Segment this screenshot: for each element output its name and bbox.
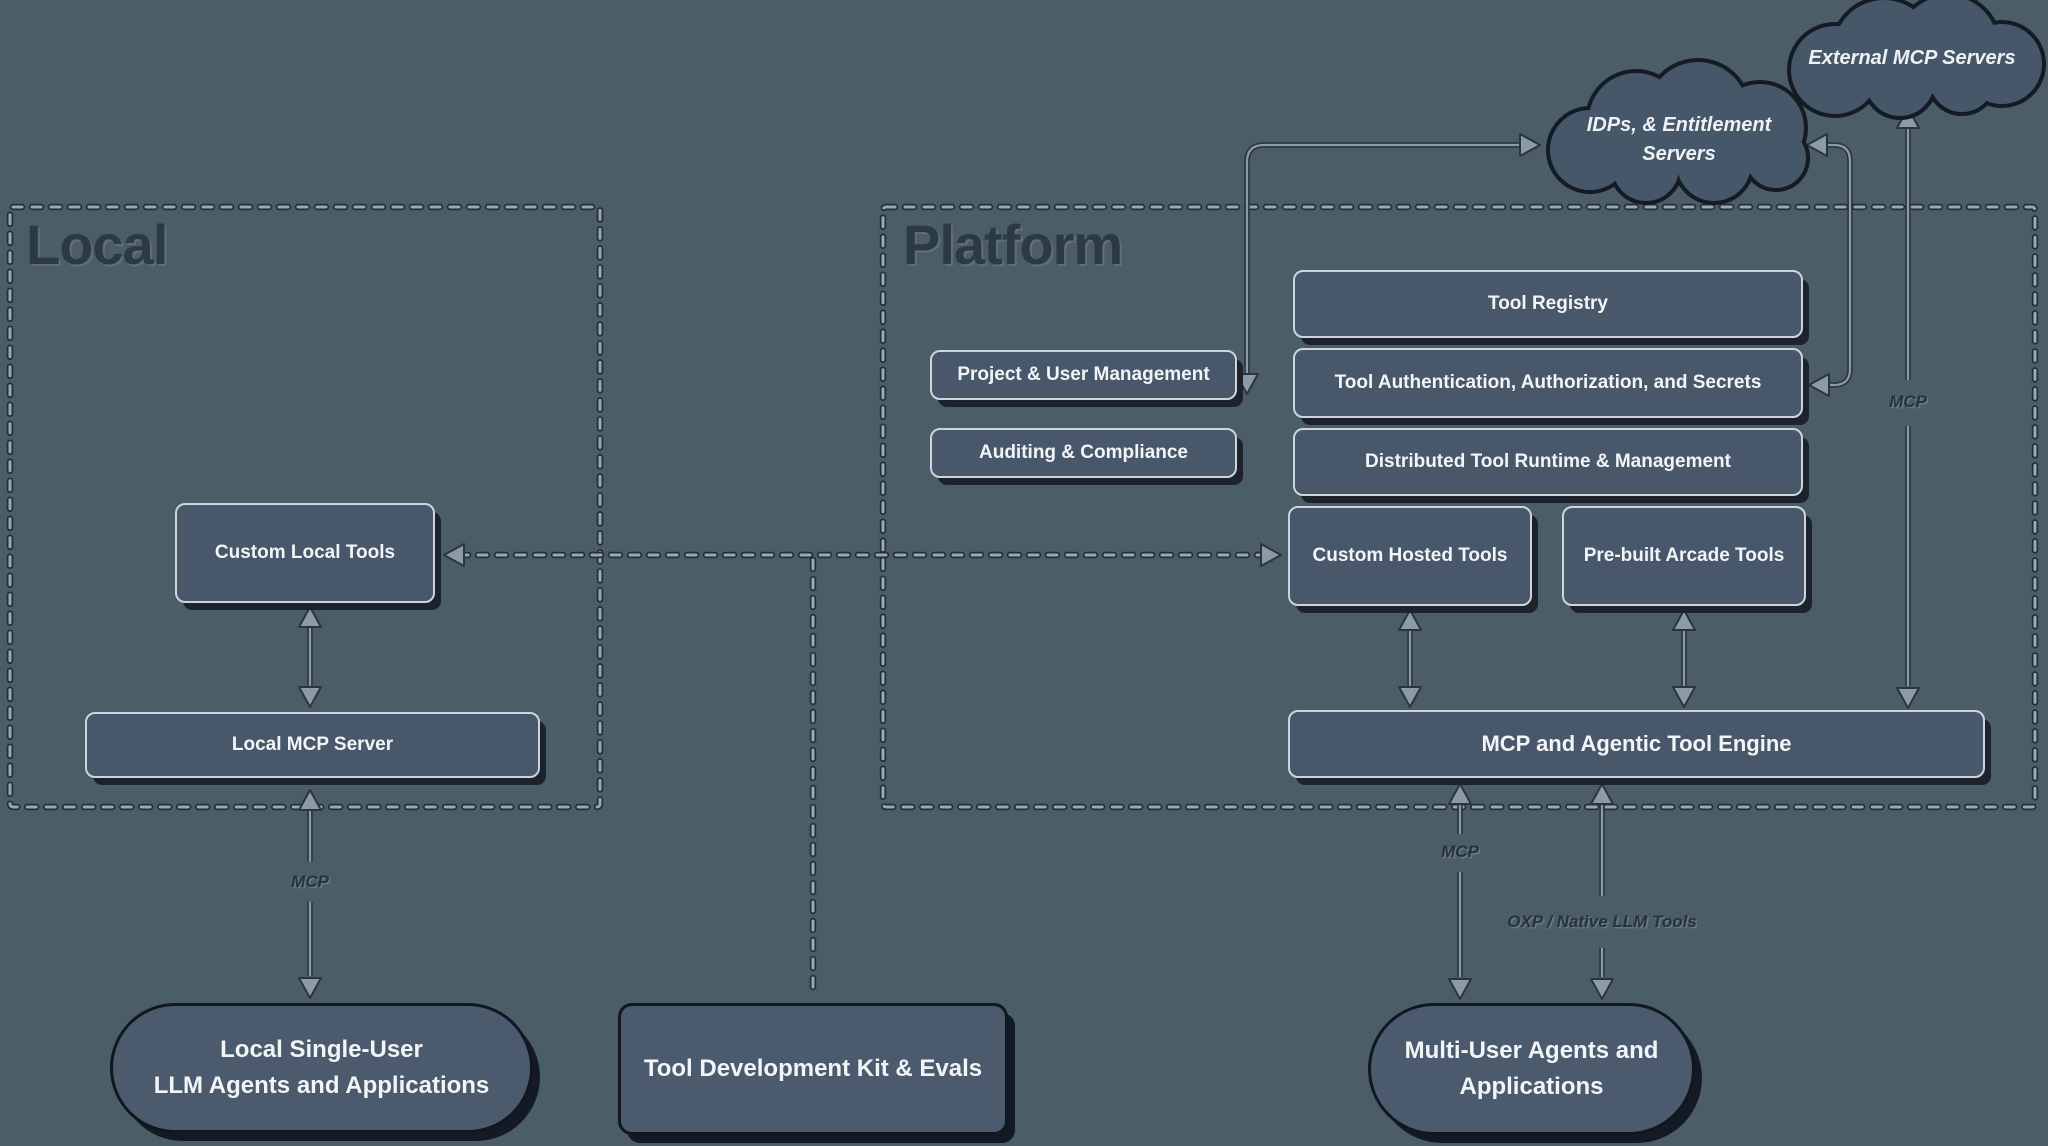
oxp-edge-label: OXP / Native LLM Tools xyxy=(1507,912,1697,931)
multi-user-agents-box: Multi-User Agents and Applications xyxy=(1368,1003,1695,1135)
box-label-line: Multi-User Agents and xyxy=(1404,1037,1659,1064)
box-label-line: Local Single-User xyxy=(220,1036,423,1063)
prebuilt-arcade-tools-box: Pre-built Arcade Tools xyxy=(1562,506,1806,606)
tool-development-kit-box: Tool Development Kit & Evals xyxy=(618,1003,1008,1135)
arrow-engine-to-multi-agents-mcp xyxy=(1448,783,1472,1000)
cloud-label-line: IDPs, & Entitlement xyxy=(1586,114,1772,136)
arrow-custom-local-to-mcp-server xyxy=(298,606,322,708)
tool-authentication-box: Tool Authentication, Authorization, and … xyxy=(1293,348,1803,418)
box-label-line: LLM Agents and Applications xyxy=(153,1072,490,1099)
idps-cloud-label: IDPs, & Entitlement Servers xyxy=(1558,108,1800,172)
arrowhead-right-custom-hosted xyxy=(1260,543,1282,567)
custom-hosted-tools-box: Custom Hosted Tools xyxy=(1288,506,1532,606)
cloud-label-line: External MCP Servers xyxy=(1808,46,2016,69)
arrow-external-mcp-to-engine xyxy=(1896,107,1920,709)
box-label-line: Applications xyxy=(1459,1073,1604,1100)
mcp-edge-label-external: MCP xyxy=(1889,392,1927,411)
arrow-engine-to-multi-agents-oxp xyxy=(1590,783,1614,1000)
auditing-compliance-box: Auditing & Compliance xyxy=(930,428,1237,478)
dashed-connector-tools xyxy=(443,543,1282,998)
arrow-custom-hosted-to-engine xyxy=(1398,609,1422,708)
project-user-management-box: Project & User Management xyxy=(930,350,1237,400)
arrowhead-left-custom-local xyxy=(443,543,465,567)
cloud-label-line: Servers xyxy=(1642,143,1716,165)
custom-local-tools-box: Custom Local Tools xyxy=(175,503,435,603)
platform-section-title: Platform xyxy=(903,213,1123,276)
local-single-user-agents-box: Local Single-User LLM Agents and Applica… xyxy=(110,1003,533,1133)
arrow-project-mgmt-to-idps xyxy=(1235,133,1541,395)
local-section-title: Local xyxy=(26,213,168,276)
mcp-agentic-tool-engine-box: MCP and Agentic Tool Engine xyxy=(1288,710,1985,778)
cloud-external-mcp-servers xyxy=(1787,0,2046,120)
mcp-edge-label-engine: MCP xyxy=(1441,842,1479,861)
local-mcp-server-box: Local MCP Server xyxy=(85,712,540,778)
arrow-mcp-server-to-local-agents xyxy=(298,789,322,999)
cloud-idps-entitlement-servers xyxy=(1546,58,1810,205)
distributed-runtime-box: Distributed Tool Runtime & Management xyxy=(1293,428,1803,496)
arrow-idps-to-tool-auth xyxy=(1806,133,1853,397)
mcp-edge-label-local: MCP xyxy=(291,872,329,891)
external-mcp-servers-cloud-label: External MCP Servers xyxy=(1800,38,2024,78)
tool-registry-box: Tool Registry xyxy=(1293,270,1803,338)
arrow-prebuilt-to-engine xyxy=(1672,609,1696,708)
